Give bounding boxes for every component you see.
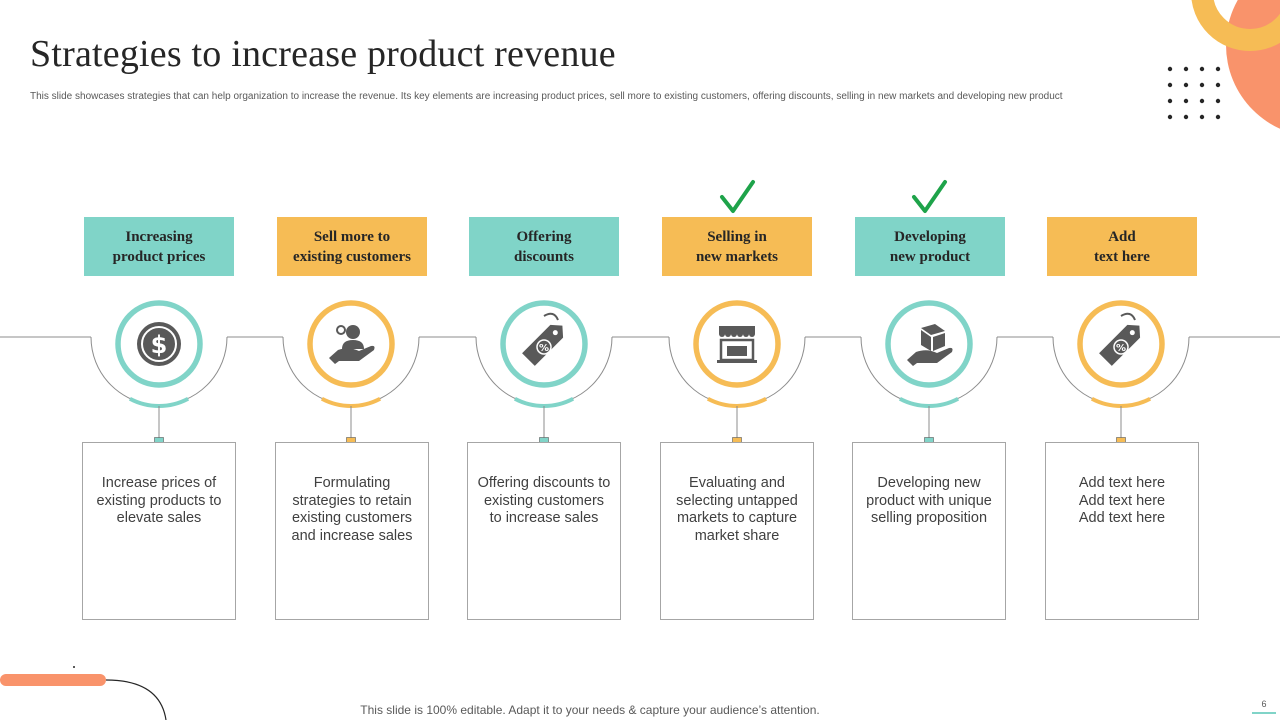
step-5-accent-arc xyxy=(898,396,960,408)
step-3-label-box: Offering discounts xyxy=(469,217,619,276)
step-2-label-box: Sell more to existing customers xyxy=(277,217,427,276)
step-2-description: Formulating strategies to retain existin… xyxy=(275,442,429,620)
hand-customer-icon xyxy=(329,325,375,364)
storefront-icon xyxy=(717,326,757,363)
step-4-label-box: Selling in new markets xyxy=(662,217,812,276)
step-4-accent-arc xyxy=(706,396,768,408)
svg-text:%: % xyxy=(1116,343,1126,354)
step-6-description: Add text here Add text here Add text her… xyxy=(1045,442,1199,620)
svg-text:%: % xyxy=(539,343,549,354)
step-1-description: Increase prices of existing products to … xyxy=(82,442,236,620)
step-1-accent-arc xyxy=(128,396,190,408)
step-6-label-box: Add text here xyxy=(1047,217,1197,276)
dot-grid-shape xyxy=(1167,66,1221,120)
page-number: 6 xyxy=(1261,699,1267,709)
dollar-coin-icon: $ xyxy=(137,322,181,366)
step-2-accent-arc xyxy=(320,396,382,408)
step-3-description: Offering discounts to existing customers… xyxy=(467,442,621,620)
orange-bar-shape xyxy=(0,674,106,686)
footer-note: This slide is 100% editable. Adapt it to… xyxy=(360,703,820,717)
slide-subtitle: This slide showcases strategies that can… xyxy=(30,91,1063,102)
step-4-icon-ring xyxy=(693,300,781,388)
discount-tag-icon: % xyxy=(522,312,564,366)
step-6-accent-arc xyxy=(1090,396,1152,408)
yellow-ring-shape xyxy=(1191,0,1280,51)
page-number-underline xyxy=(1252,712,1276,714)
bottom-arc-shape xyxy=(105,679,167,720)
svg-text:$: $ xyxy=(151,331,168,359)
step-1-label-box: Increasing product prices xyxy=(84,217,234,276)
step-3-accent-arc xyxy=(513,396,575,408)
step-4-description: Evaluating and selecting untapped market… xyxy=(660,442,814,620)
small-dot-shape xyxy=(73,666,75,668)
step-5-check-icon xyxy=(912,180,947,213)
step-4-check-icon xyxy=(720,180,755,213)
slide-title: Strategies to increase product revenue xyxy=(30,33,616,75)
step-5-label-box: Developing new product xyxy=(855,217,1005,276)
step-5-description: Developing new product with unique selli… xyxy=(852,442,1006,620)
discount-tag-icon: % xyxy=(1099,312,1141,366)
hand-box-icon xyxy=(907,324,953,366)
